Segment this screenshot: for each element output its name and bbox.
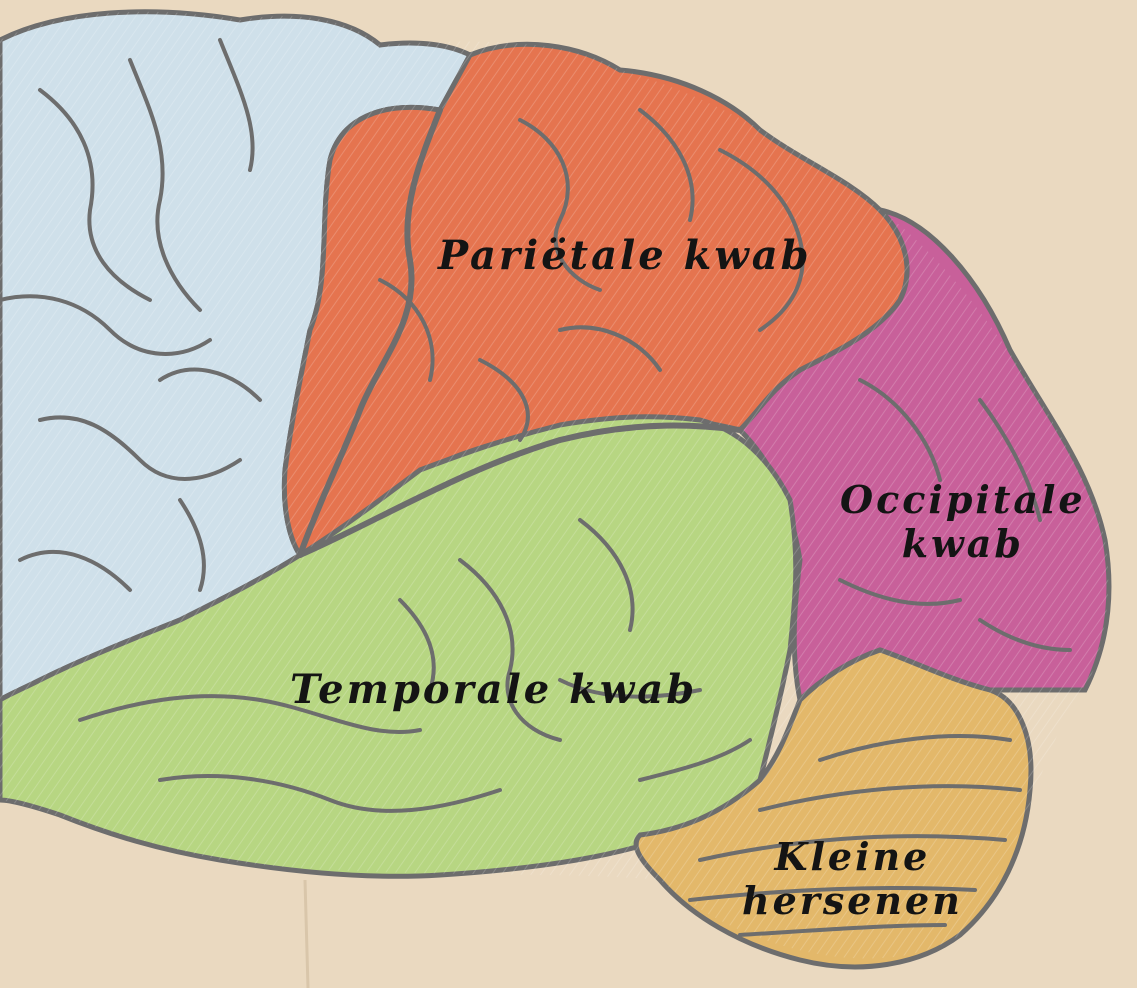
cerebellum-label-line2: hersenen	[742, 879, 963, 923]
temporal-lobe-label: Temporale kwab	[290, 668, 697, 712]
occipital-lobe-label-line1: Occipitale	[840, 478, 1086, 522]
occipital-lobe-label-line2: kwab	[840, 522, 1086, 566]
cerebellum-label-line1: Kleine	[742, 835, 963, 879]
occipital-lobe-label: Occipitale kwab	[840, 478, 1086, 566]
parietal-lobe-label: Pariëtale kwab	[438, 234, 812, 278]
parietal-lobe-label-text: Pariëtale kwab	[438, 234, 812, 278]
temporal-lobe-label-text: Temporale kwab	[290, 668, 697, 712]
cerebellum-label: Kleine hersenen	[742, 835, 963, 923]
